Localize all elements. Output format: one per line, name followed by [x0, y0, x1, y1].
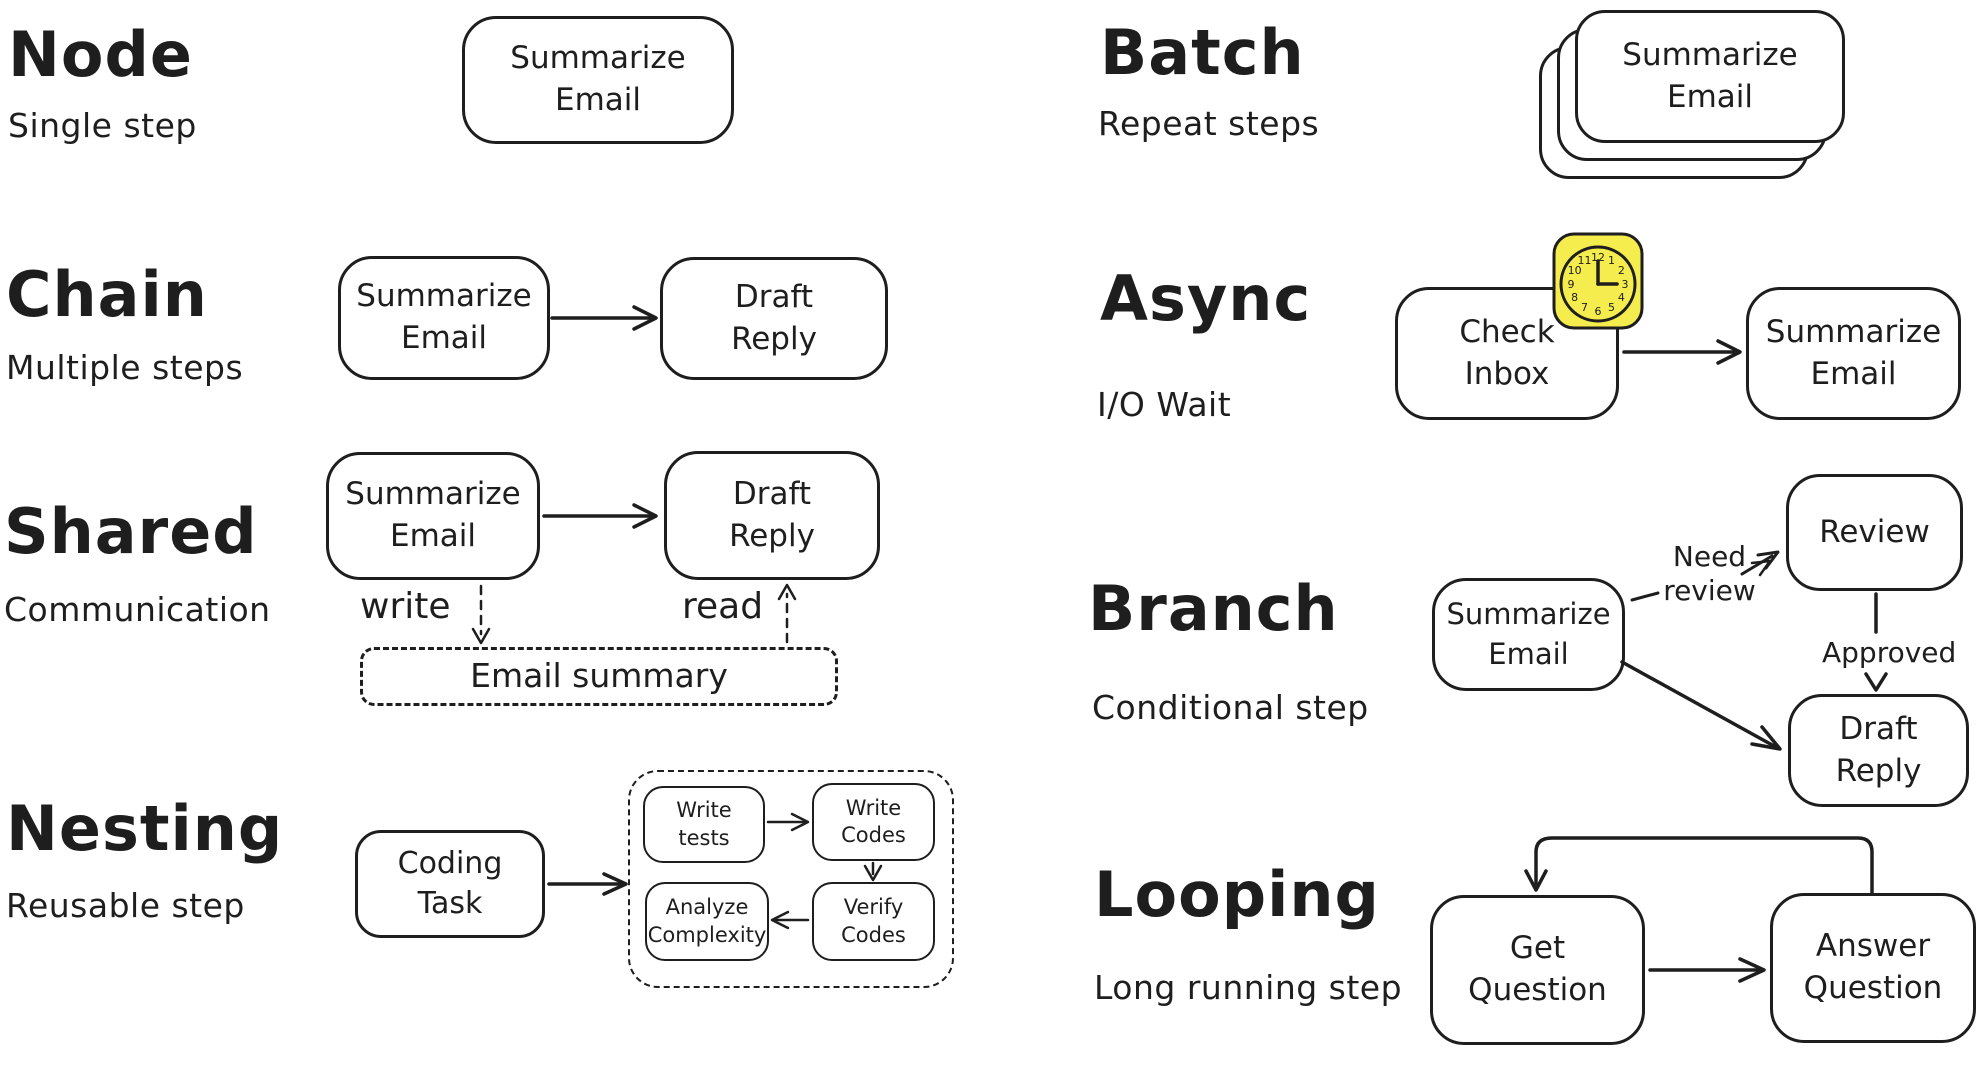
- async-arrow: [1622, 339, 1742, 365]
- chain-section-title: Chain: [6, 258, 208, 331]
- branch-section-title: Branch: [1088, 572, 1339, 645]
- node-section-title: Node: [8, 18, 193, 91]
- branch-box-draft-reply: Draft Reply: [1788, 694, 1969, 807]
- nesting-box-verify-codes: Verify Codes: [812, 882, 935, 961]
- nesting-box-analyze-complexity: Analyze Complexity: [645, 882, 769, 961]
- nesting-main-arrow: [547, 872, 628, 896]
- nesting-box-write-tests: Write tests: [643, 786, 765, 863]
- shared-box-draft-reply: Draft Reply: [664, 451, 880, 580]
- clock-numbers: 12 1 2 3 4 5 6 7 8 9 10 11: [1568, 251, 1629, 318]
- shared-write-label: write: [360, 586, 451, 627]
- branch-approved-label: Approved: [1822, 636, 1957, 669]
- clock-number-8: 8: [1571, 291, 1578, 304]
- looping-section-subtitle: Long running step: [1094, 968, 1403, 1007]
- shared-write-arrow: [471, 584, 491, 645]
- clock-number-5: 5: [1608, 301, 1615, 314]
- clock-number-12: 12: [1591, 251, 1605, 264]
- batch-section-title: Batch: [1100, 16, 1305, 89]
- shared-read-arrow: [777, 583, 797, 644]
- batch-section-subtitle: Repeat steps: [1098, 104, 1320, 143]
- looping-box-answer-question: Answer Question: [1770, 893, 1976, 1043]
- clock-number-9: 9: [1568, 278, 1575, 291]
- async-box-summarize-email: Summarize Email: [1746, 287, 1961, 420]
- node-section-subtitle: Single step: [8, 106, 197, 145]
- shared-section-subtitle: Communication: [4, 590, 271, 629]
- clock-number-6: 6: [1595, 305, 1602, 318]
- branch-direct-arrow: [1620, 660, 1782, 751]
- clock-number-11: 11: [1578, 254, 1592, 267]
- async-section-title: Async: [1100, 262, 1312, 335]
- shared-arrow: [542, 503, 658, 529]
- shared-store-email-summary: Email summary: [360, 647, 838, 706]
- clock-number-10: 10: [1568, 264, 1582, 277]
- branch-box-summarize-email: Summarize Email: [1432, 578, 1625, 691]
- clock-number-3: 3: [1622, 278, 1629, 291]
- nesting-group-container: [628, 770, 954, 988]
- node-box-summarize-email: Summarize Email: [462, 16, 734, 144]
- branch-section-subtitle: Conditional step: [1092, 688, 1369, 727]
- async-section-subtitle: I/O Wait: [1097, 385, 1232, 424]
- looping-section-title: Looping: [1094, 858, 1380, 931]
- shared-section-title: Shared: [4, 495, 258, 568]
- shared-box-summarize-email: Summarize Email: [326, 452, 540, 580]
- nesting-box-coding-task: Coding Task: [355, 830, 545, 938]
- clock-icon: 12 1 2 3 4 5 6 7 8 9 10 11: [1552, 232, 1644, 330]
- nesting-box-write-codes: Write Codes: [812, 783, 935, 861]
- nesting-section-subtitle: Reusable step: [6, 886, 245, 925]
- nesting-section-title: Nesting: [6, 792, 284, 865]
- chain-section-subtitle: Multiple steps: [6, 348, 244, 387]
- shared-read-label: read: [682, 586, 764, 627]
- chain-arrow: [550, 305, 658, 331]
- batch-card-front: Summarize Email: [1575, 10, 1845, 143]
- chain-box-summarize-email: Summarize Email: [338, 256, 550, 380]
- chain-box-draft-reply: Draft Reply: [660, 257, 888, 380]
- branch-box-review: Review: [1786, 474, 1963, 591]
- clock-number-2: 2: [1618, 264, 1625, 277]
- clock-number-4: 4: [1618, 291, 1625, 304]
- clock-number-1: 1: [1608, 254, 1615, 267]
- looping-back-arrow: [1524, 836, 1874, 894]
- branch-need-review-label: Need review: [1663, 540, 1756, 607]
- clock-number-7: 7: [1581, 301, 1588, 314]
- looping-box-get-question: Get Question: [1430, 895, 1645, 1045]
- looping-forward-arrow: [1648, 957, 1766, 983]
